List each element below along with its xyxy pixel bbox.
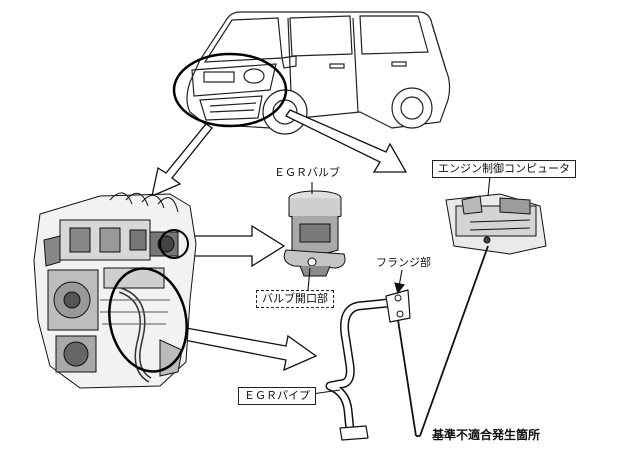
vehicle-illustration [186,11,451,135]
egr-pipe-label: ＥＧＲパイプ [238,387,316,405]
valve-opening-label: バルブ開口部 [256,290,334,308]
engine-computer-label: エンジン制御コンピュータ [432,160,576,178]
arrow-to-egr-pipe [183,327,318,372]
arrow-to-ecu [285,109,408,173]
highlight-circle-engine-valve [159,229,189,259]
nonconformity-location-label: 基準不適合発生箇所 [432,428,541,442]
engine-illustration [33,192,197,389]
egr-valve-label: ＥＧＲバルブ [274,166,340,179]
hollow-arrows [151,109,408,372]
egr-pipe-illustration [325,289,411,441]
arrow-to-engine [151,123,213,198]
egr-valve-illustration [283,190,346,277]
flange-label: フランジ部 [376,256,431,269]
highlight-ellipse-engine-pipe [108,267,188,373]
arrow-to-egr-valve [189,224,286,268]
ecu-illustration [445,193,547,255]
highlight-ellipse-vehicle-front [172,52,288,128]
leader-lines [307,175,491,437]
